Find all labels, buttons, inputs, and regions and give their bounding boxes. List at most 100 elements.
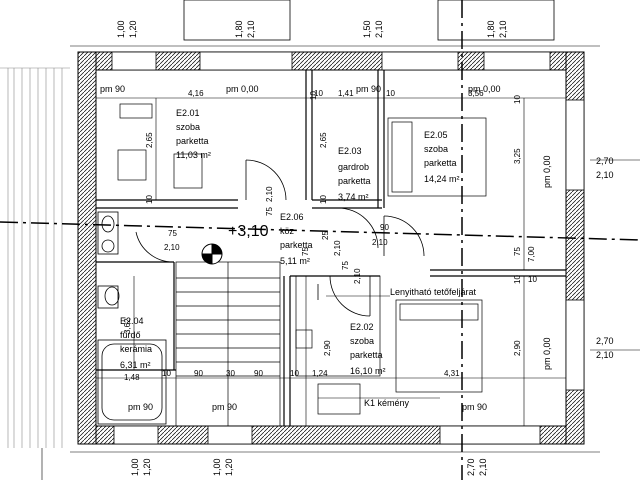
dim-text: 10 — [145, 195, 154, 204]
dim-text: 10 — [513, 275, 522, 284]
room-area: 11,03 m² — [176, 150, 211, 160]
dim-text: 2,10 — [164, 243, 180, 252]
dim-text: 2,65 — [145, 132, 154, 148]
floor-note: pm 0,00 — [226, 84, 259, 94]
room-floor: parketta — [424, 158, 457, 168]
dim-text: 4,16 — [188, 89, 204, 98]
room-floor: parketta — [350, 350, 383, 360]
furniture — [117, 103, 487, 415]
dim-text: 2,90 — [513, 340, 522, 356]
room-floor: parketta — [176, 136, 209, 146]
chimney-label: K1 kémény — [364, 398, 410, 408]
dim-text: 4,31 — [444, 369, 460, 378]
room-id: E2.06 — [280, 212, 304, 222]
floor-notes: pm 90 pm 0,00 pm 90 pm 0,00 pm 90 pm 90 … — [100, 84, 552, 412]
dim-text: 10 — [162, 369, 171, 378]
dim-text: 1,48 — [124, 373, 140, 382]
dim-text: 90 — [254, 369, 263, 378]
room-area: 5,11 m² — [280, 256, 310, 266]
dim-text: 10 — [319, 195, 328, 204]
dim-text: 2,10 — [333, 240, 342, 256]
room-area: 16,10 m² — [350, 366, 386, 376]
dim-text: 1,20 — [128, 20, 138, 38]
room-floor: kerámia — [120, 344, 152, 354]
room-name: fürdő — [120, 330, 141, 340]
floor-note: pm 90 — [100, 84, 125, 94]
room-labels: E2.01 szoba parketta 11,03 m² E2.03 gard… — [120, 108, 460, 376]
dim-text: 3,62 — [123, 318, 132, 334]
outer-walls — [77, 51, 585, 445]
dim-text: 10 — [309, 91, 318, 100]
dim-text: 2,10 — [596, 170, 614, 180]
dim-text: 75 — [301, 247, 310, 256]
dim-text: 1,80 — [486, 20, 496, 38]
dim-text: 10 — [314, 89, 323, 98]
dim-text: 30 — [226, 369, 235, 378]
dim-text: 2,70 — [466, 458, 476, 476]
level-marker — [201, 243, 223, 265]
dims-vertical: 2,65 2,65 3,25 3,62 2,90 2,90 7,00 10 10… — [123, 91, 536, 356]
room-name: köz — [280, 226, 295, 236]
room-area: 3,74 m² — [338, 192, 369, 202]
floor-note: pm 0,00 — [468, 84, 501, 94]
dim-text: 75 — [265, 207, 274, 216]
room-area: 14,24 m² — [424, 174, 460, 184]
room-name: szoba — [176, 122, 200, 132]
door-swings — [135, 159, 425, 317]
dim-text: 10 — [386, 89, 395, 98]
dimension-lines — [41, 45, 640, 480]
attic-ladder-label: Lenyitható tetőfeljárat — [390, 287, 477, 297]
dim-text: 7,00 — [527, 246, 536, 262]
dim-text: 1,80 — [234, 20, 244, 38]
dim-text: 1,41 — [338, 89, 354, 98]
room-floor: parketta — [338, 176, 371, 186]
room-name: szoba — [350, 336, 374, 346]
dim-text: 2,10 — [246, 20, 256, 38]
dim-text: 10 — [513, 95, 522, 104]
window-openings — [111, 51, 585, 445]
dim-text: 10 — [290, 369, 299, 378]
dim-text: 1,20 — [224, 458, 234, 476]
room-id: E2.02 — [350, 322, 374, 332]
floor-note: pm 0,00 — [542, 337, 552, 370]
dim-text: 75 — [341, 261, 350, 270]
room-name: szoba — [424, 144, 448, 154]
dim-text: 2,70 — [596, 156, 614, 166]
window-dims-top: 1,00 1,20 1,80 2,10 1,50 2,10 1,80 2,10 — [116, 20, 508, 38]
dim-text: 1,20 — [142, 458, 152, 476]
dim-text: 2,90 — [323, 340, 332, 356]
dims-horizontal: 4,16 10 1,41 10 3,56 90 30 90 10 1,24 4,… — [124, 89, 537, 382]
room-id: E2.04 — [120, 316, 144, 326]
dim-text: 90 — [194, 369, 203, 378]
dim-text: 2,10 — [374, 20, 384, 38]
floor-note: pm 0,00 — [542, 155, 552, 188]
room-id: E2.05 — [424, 130, 448, 140]
dim-text: 75 — [168, 229, 177, 238]
balcony-top — [183, 0, 555, 41]
dim-text: 3,25 — [513, 148, 522, 164]
floor-note: pm 90 — [128, 402, 153, 412]
dim-text: 2,10 — [353, 268, 362, 284]
window-dims-right: 2,70 2,10 2,70 2,10 — [596, 156, 614, 360]
stairs — [175, 261, 281, 427]
dim-text: 1,24 — [312, 369, 328, 378]
window-dims-bottom: 1,00 1,20 1,00 1,20 2,70 2,10 — [130, 458, 488, 476]
dim-text: 90 — [380, 223, 389, 232]
room-name: gardrob — [338, 162, 369, 172]
dim-text: 3,56 — [468, 89, 484, 98]
floor-note: pm 90 — [212, 402, 237, 412]
floor-note: pm 90 — [356, 84, 381, 94]
dim-text: 2,70 — [596, 336, 614, 346]
dim-text: 75 — [513, 247, 522, 256]
dim-text: 1,50 — [362, 20, 372, 38]
dim-text: 2,10 — [498, 20, 508, 38]
dim-text: 10 — [528, 275, 537, 284]
dim-text: 2,10 — [596, 350, 614, 360]
dim-text: 2,10 — [265, 186, 274, 202]
bathroom-fixtures — [97, 211, 167, 425]
attic-ladder — [295, 275, 381, 377]
dim-text: 1,00 — [130, 458, 140, 476]
floor-note: pm 90 — [462, 402, 487, 412]
dim-text: 25 — [321, 231, 330, 240]
